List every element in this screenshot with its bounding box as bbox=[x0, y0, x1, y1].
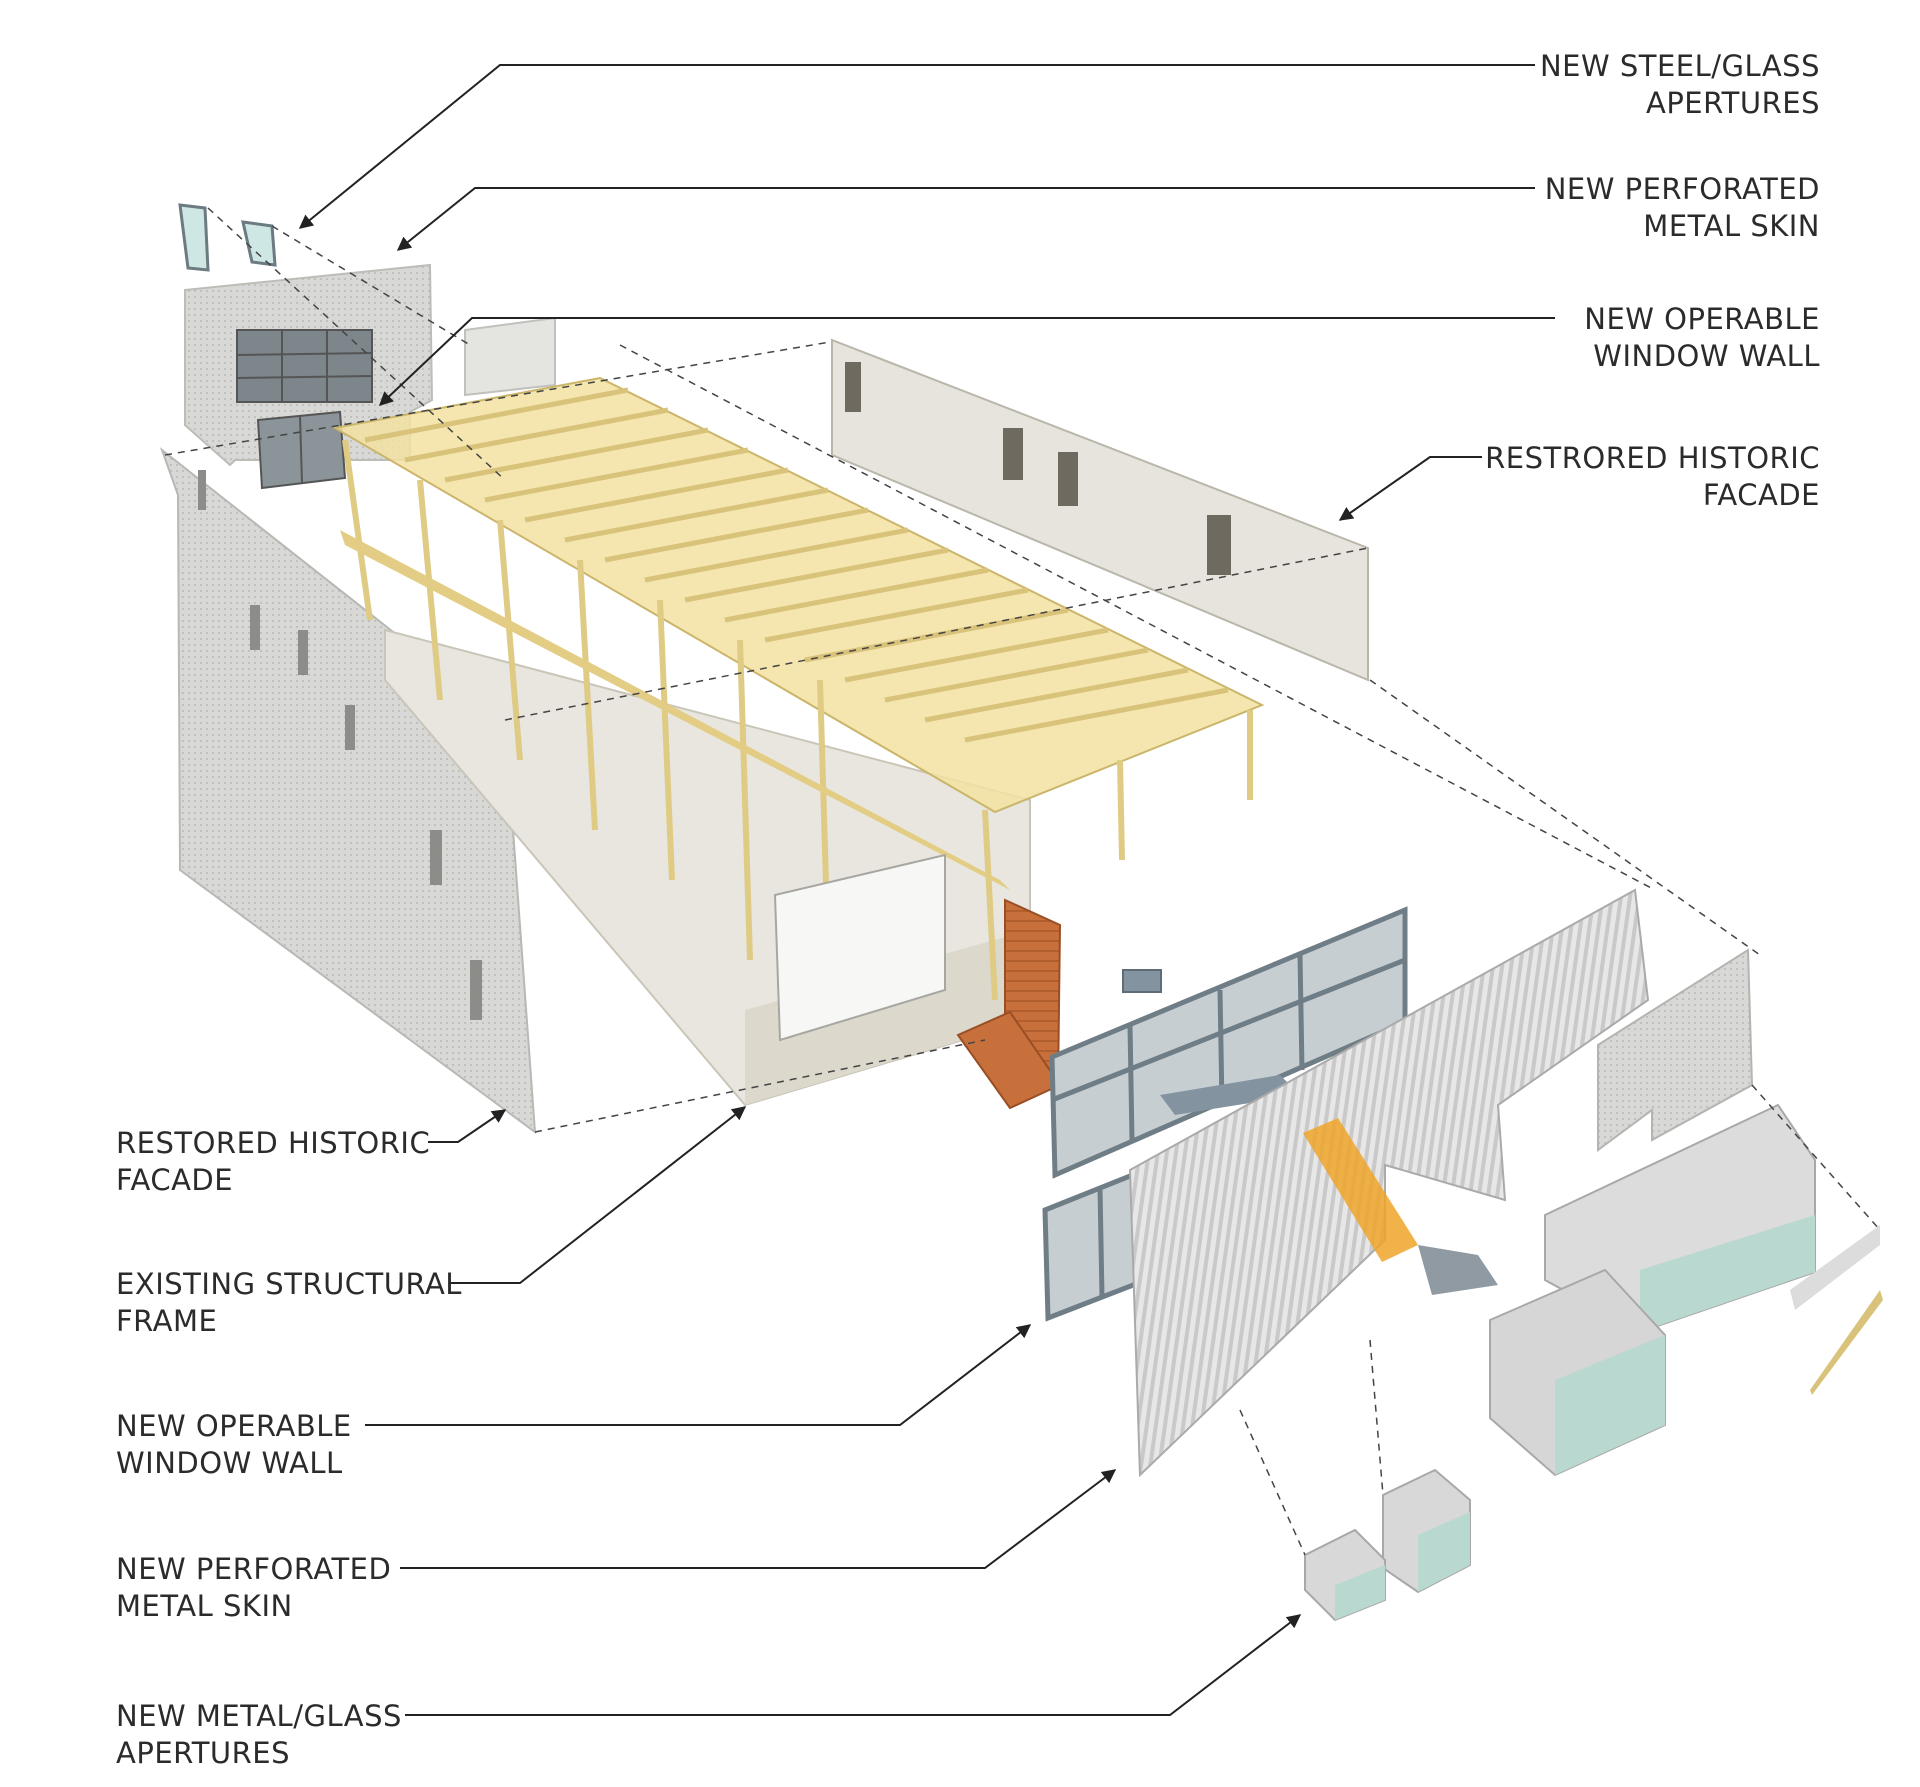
leader-window-wall-bottom bbox=[365, 1324, 1032, 1426]
label-line: FACADE bbox=[1702, 478, 1820, 512]
label-line: APERTURES bbox=[116, 1736, 291, 1770]
amber-glass-panel bbox=[1303, 1118, 1498, 1295]
steel-glass-apertures bbox=[178, 203, 277, 272]
label-line: APERTURES bbox=[1645, 86, 1820, 120]
label-window-wall-bottom: NEW OPERABLE WINDOW WALL bbox=[116, 1408, 352, 1482]
label-line: WINDOW WALL bbox=[116, 1446, 343, 1480]
leader-perforated-bottom bbox=[400, 1469, 1117, 1569]
label-historic-facade-right: RESTRORED HISTORIC FACADE bbox=[1380, 440, 1820, 514]
leader-metal-glass bbox=[405, 1614, 1302, 1716]
label-line: METAL SKIN bbox=[1643, 209, 1820, 243]
label-line: RESTORED HISTORIC bbox=[116, 1126, 431, 1160]
label-line: RESTRORED HISTORIC bbox=[1485, 441, 1820, 475]
copper-entry-element bbox=[956, 898, 1062, 1110]
explosion-guide-lines bbox=[164, 207, 1881, 1556]
label-window-wall-top: NEW OPERABLE WINDOW WALL bbox=[1380, 301, 1820, 375]
leader-structural-frame bbox=[450, 1106, 747, 1284]
label-line: METAL SKIN bbox=[116, 1589, 293, 1623]
label-perforated-skin-top: NEW PERFORATED METAL SKIN bbox=[1380, 171, 1820, 245]
label-line: NEW OPERABLE bbox=[116, 1409, 352, 1443]
label-line: NEW PERFORATED bbox=[116, 1552, 392, 1586]
label-line: EXISTING STRUCTURAL bbox=[116, 1267, 462, 1301]
label-line: NEW METAL/GLASS bbox=[116, 1699, 402, 1733]
label-line: NEW STEEL/GLASS bbox=[1539, 49, 1820, 83]
metal-glass-aperture-boxes bbox=[1304, 1103, 1883, 1622]
leader-perforated-top bbox=[396, 187, 1535, 251]
perforated-metal-skin-bottom bbox=[1128, 888, 1754, 1478]
label-line: WINDOW WALL bbox=[1593, 339, 1820, 373]
leader-facade-right bbox=[1338, 456, 1482, 521]
label-perforated-skin-bottom: NEW PERFORATED METAL SKIN bbox=[116, 1551, 391, 1625]
historic-facade-far bbox=[831, 338, 1369, 682]
label-line: FACADE bbox=[116, 1163, 234, 1197]
leader-steel-glass bbox=[298, 64, 1535, 229]
label-metal-glass-apertures: NEW METAL/GLASS APERTURES bbox=[116, 1698, 402, 1772]
existing-structural-frame bbox=[332, 376, 1265, 1107]
label-line: NEW OPERABLE bbox=[1584, 302, 1820, 336]
label-steel-glass-apertures: NEW STEEL/GLASS APERTURES bbox=[1380, 48, 1820, 122]
label-line: NEW PERFORATED bbox=[1544, 172, 1820, 206]
perforated-metal-skin-top bbox=[184, 263, 556, 467]
label-structural-frame: EXISTING STRUCTURAL FRAME bbox=[116, 1266, 462, 1340]
operable-window-wall-top bbox=[256, 410, 347, 490]
leader-window-wall-top bbox=[378, 317, 1555, 406]
leader-lines bbox=[298, 64, 1555, 1716]
leader-facade-left bbox=[428, 1109, 507, 1143]
label-line: FRAME bbox=[116, 1304, 218, 1338]
label-historic-facade-left: RESTORED HISTORIC FACADE bbox=[116, 1125, 430, 1199]
